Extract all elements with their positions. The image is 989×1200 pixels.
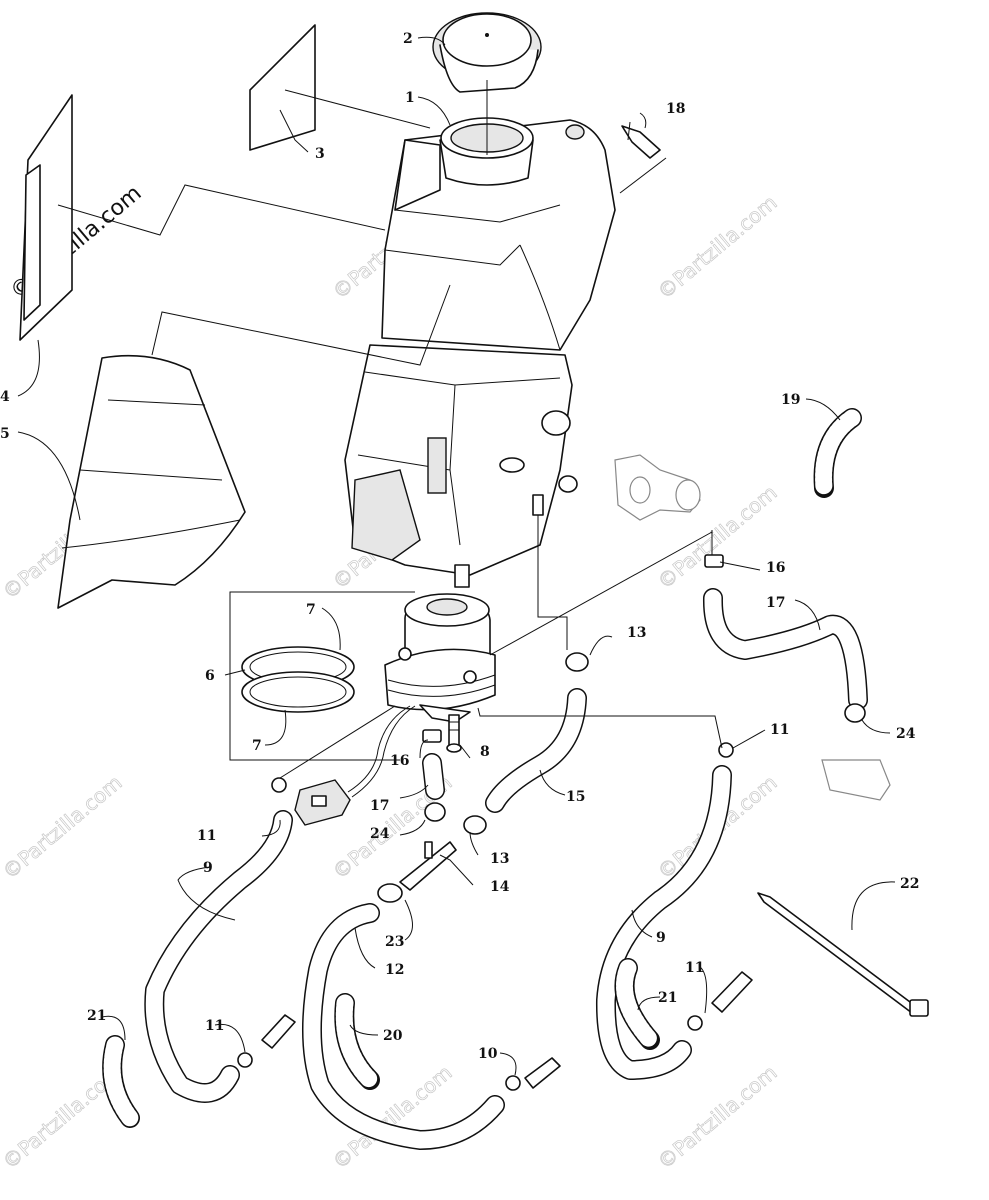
callout-3: 3 (315, 146, 325, 162)
clamp-part-16-upper[interactable] (704, 554, 724, 568)
callout-11-c: 11 (205, 1018, 224, 1034)
corrugated-hose-part-20[interactable] (334, 993, 380, 1090)
sleeve-part-23[interactable] (377, 883, 403, 903)
callout-9-right: 9 (656, 930, 666, 946)
callout-2: 2 (403, 31, 413, 47)
clamp-part-11-a[interactable] (271, 777, 287, 793)
callout-13-lower: 13 (490, 851, 509, 867)
hose-part-9-right[interactable] (595, 765, 732, 1080)
hoses[interactable] (144, 588, 868, 1150)
callout-12: 12 (385, 962, 404, 978)
callout-7-bottom: 7 (252, 738, 262, 754)
callout-1: 1 (405, 90, 415, 106)
o-ring-part-7[interactable] (241, 646, 355, 713)
callout-21-left: 21 (87, 1008, 106, 1024)
fitting-right[interactable] (711, 971, 753, 1013)
callout-20: 20 (383, 1028, 403, 1044)
callout-14: 14 (490, 879, 510, 895)
clamp-part-24-lower[interactable] (424, 802, 446, 822)
leader-lines (17, 36, 896, 1076)
clamp-part-24-right[interactable] (844, 703, 866, 723)
callout-numbers: 1 2 3 4 5 6 7 7 8 9 9 10 11 11 11 11 12 … (0, 31, 919, 1062)
callout-19: 19 (781, 392, 800, 408)
group-bracket-6 (229, 591, 415, 761)
callout-17-lower: 17 (370, 798, 389, 814)
corrugated-hose-part-19[interactable] (813, 408, 862, 498)
clamp-part-10[interactable] (505, 1075, 521, 1091)
oil-tank-part-1[interactable] (344, 117, 616, 588)
callout-5: 5 (0, 426, 10, 442)
callout-22: 22 (900, 876, 919, 892)
corrugated-hose-part-21-right[interactable] (614, 958, 660, 1050)
callout-18: 18 (666, 101, 685, 117)
callout-24-lower: 24 (370, 826, 390, 842)
vent-fitting-part-18[interactable] (621, 121, 661, 159)
reference-connector (614, 454, 701, 521)
clamps-and-fittings[interactable] (237, 554, 891, 1091)
callout-11-d: 11 (685, 960, 704, 976)
clamp-part-11-c[interactable] (237, 1052, 253, 1068)
corrugated-hose-part-21-left[interactable] (102, 1035, 140, 1128)
watermark: ©Partzilla.com (0, 770, 127, 884)
callout-13-upper: 13 (627, 625, 646, 641)
clamp-part-11-d[interactable] (687, 1015, 703, 1031)
callout-9-left: 9 (203, 860, 213, 876)
bolt-part-8[interactable] (446, 714, 462, 753)
watermark: ©Partzilla.com (653, 190, 782, 304)
tee-fitting-part-14[interactable] (399, 841, 457, 891)
fitting-left[interactable] (261, 1014, 296, 1049)
sleeve-part-13-upper[interactable] (565, 652, 589, 672)
callout-11-a: 11 (197, 828, 216, 844)
heat-shield-part-4[interactable] (19, 94, 73, 341)
callout-8: 8 (480, 744, 490, 760)
callout-24-right: 24 (896, 726, 916, 742)
callout-16-right: 16 (766, 560, 785, 576)
callout-6: 6 (205, 668, 215, 684)
watermark: ©Partzilla.com (653, 1060, 782, 1174)
callout-4: 4 (0, 389, 10, 405)
sleeve-part-13-lower[interactable] (463, 815, 487, 835)
clamp-part-11-b[interactable] (718, 742, 734, 758)
callout-23: 23 (385, 934, 404, 950)
fitting-bottom[interactable] (524, 1057, 561, 1089)
heat-shield-part-5[interactable] (57, 354, 246, 609)
callout-16-lower: 16 (390, 753, 409, 769)
clamp-part-16-lower[interactable] (422, 729, 442, 743)
cable-tie-part-22[interactable] (757, 892, 929, 1017)
callout-17-right: 17 (766, 595, 785, 611)
callout-7-top: 7 (306, 602, 316, 618)
oil-pump-part-6[interactable] (294, 593, 496, 826)
callout-21-right: 21 (658, 990, 677, 1006)
callout-10: 10 (478, 1046, 498, 1062)
callout-11-b: 11 (770, 722, 789, 738)
decal-part-3[interactable] (249, 24, 316, 151)
callout-15: 15 (566, 789, 585, 805)
